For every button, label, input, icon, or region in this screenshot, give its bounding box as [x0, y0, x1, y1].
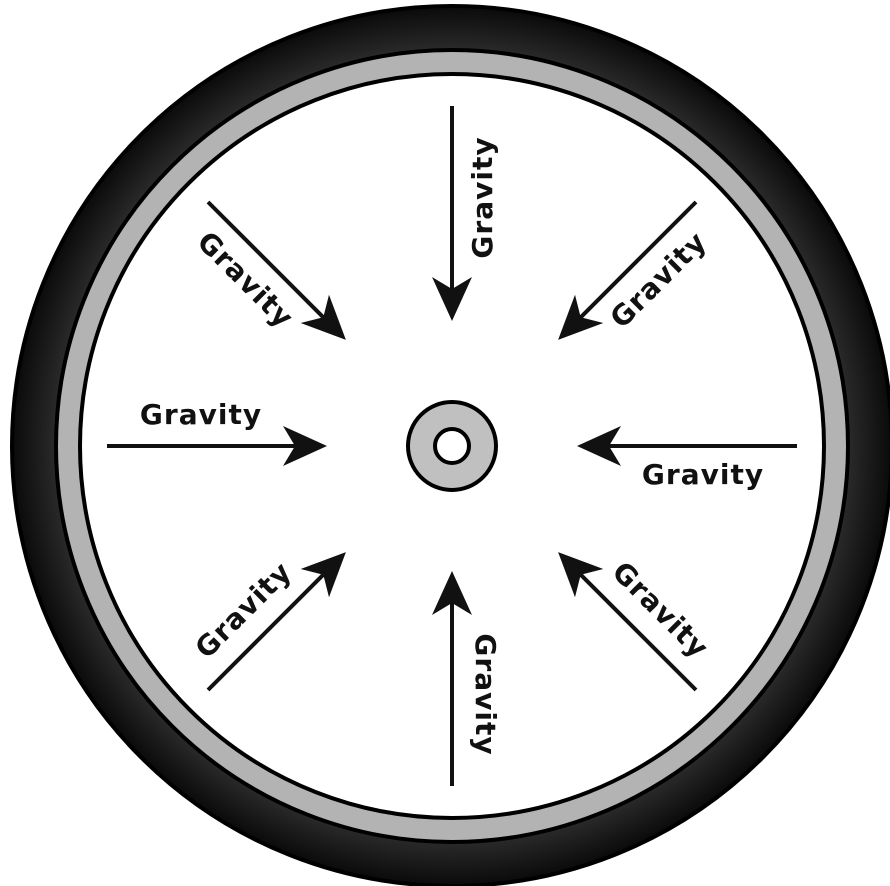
hub — [408, 402, 496, 490]
gravity-label: Gravity — [469, 633, 502, 755]
gravity-label: Gravity — [140, 398, 262, 431]
gravity-label: Gravity — [642, 458, 764, 491]
gravity-label: Gravity — [466, 136, 499, 258]
hub-center — [435, 429, 469, 463]
